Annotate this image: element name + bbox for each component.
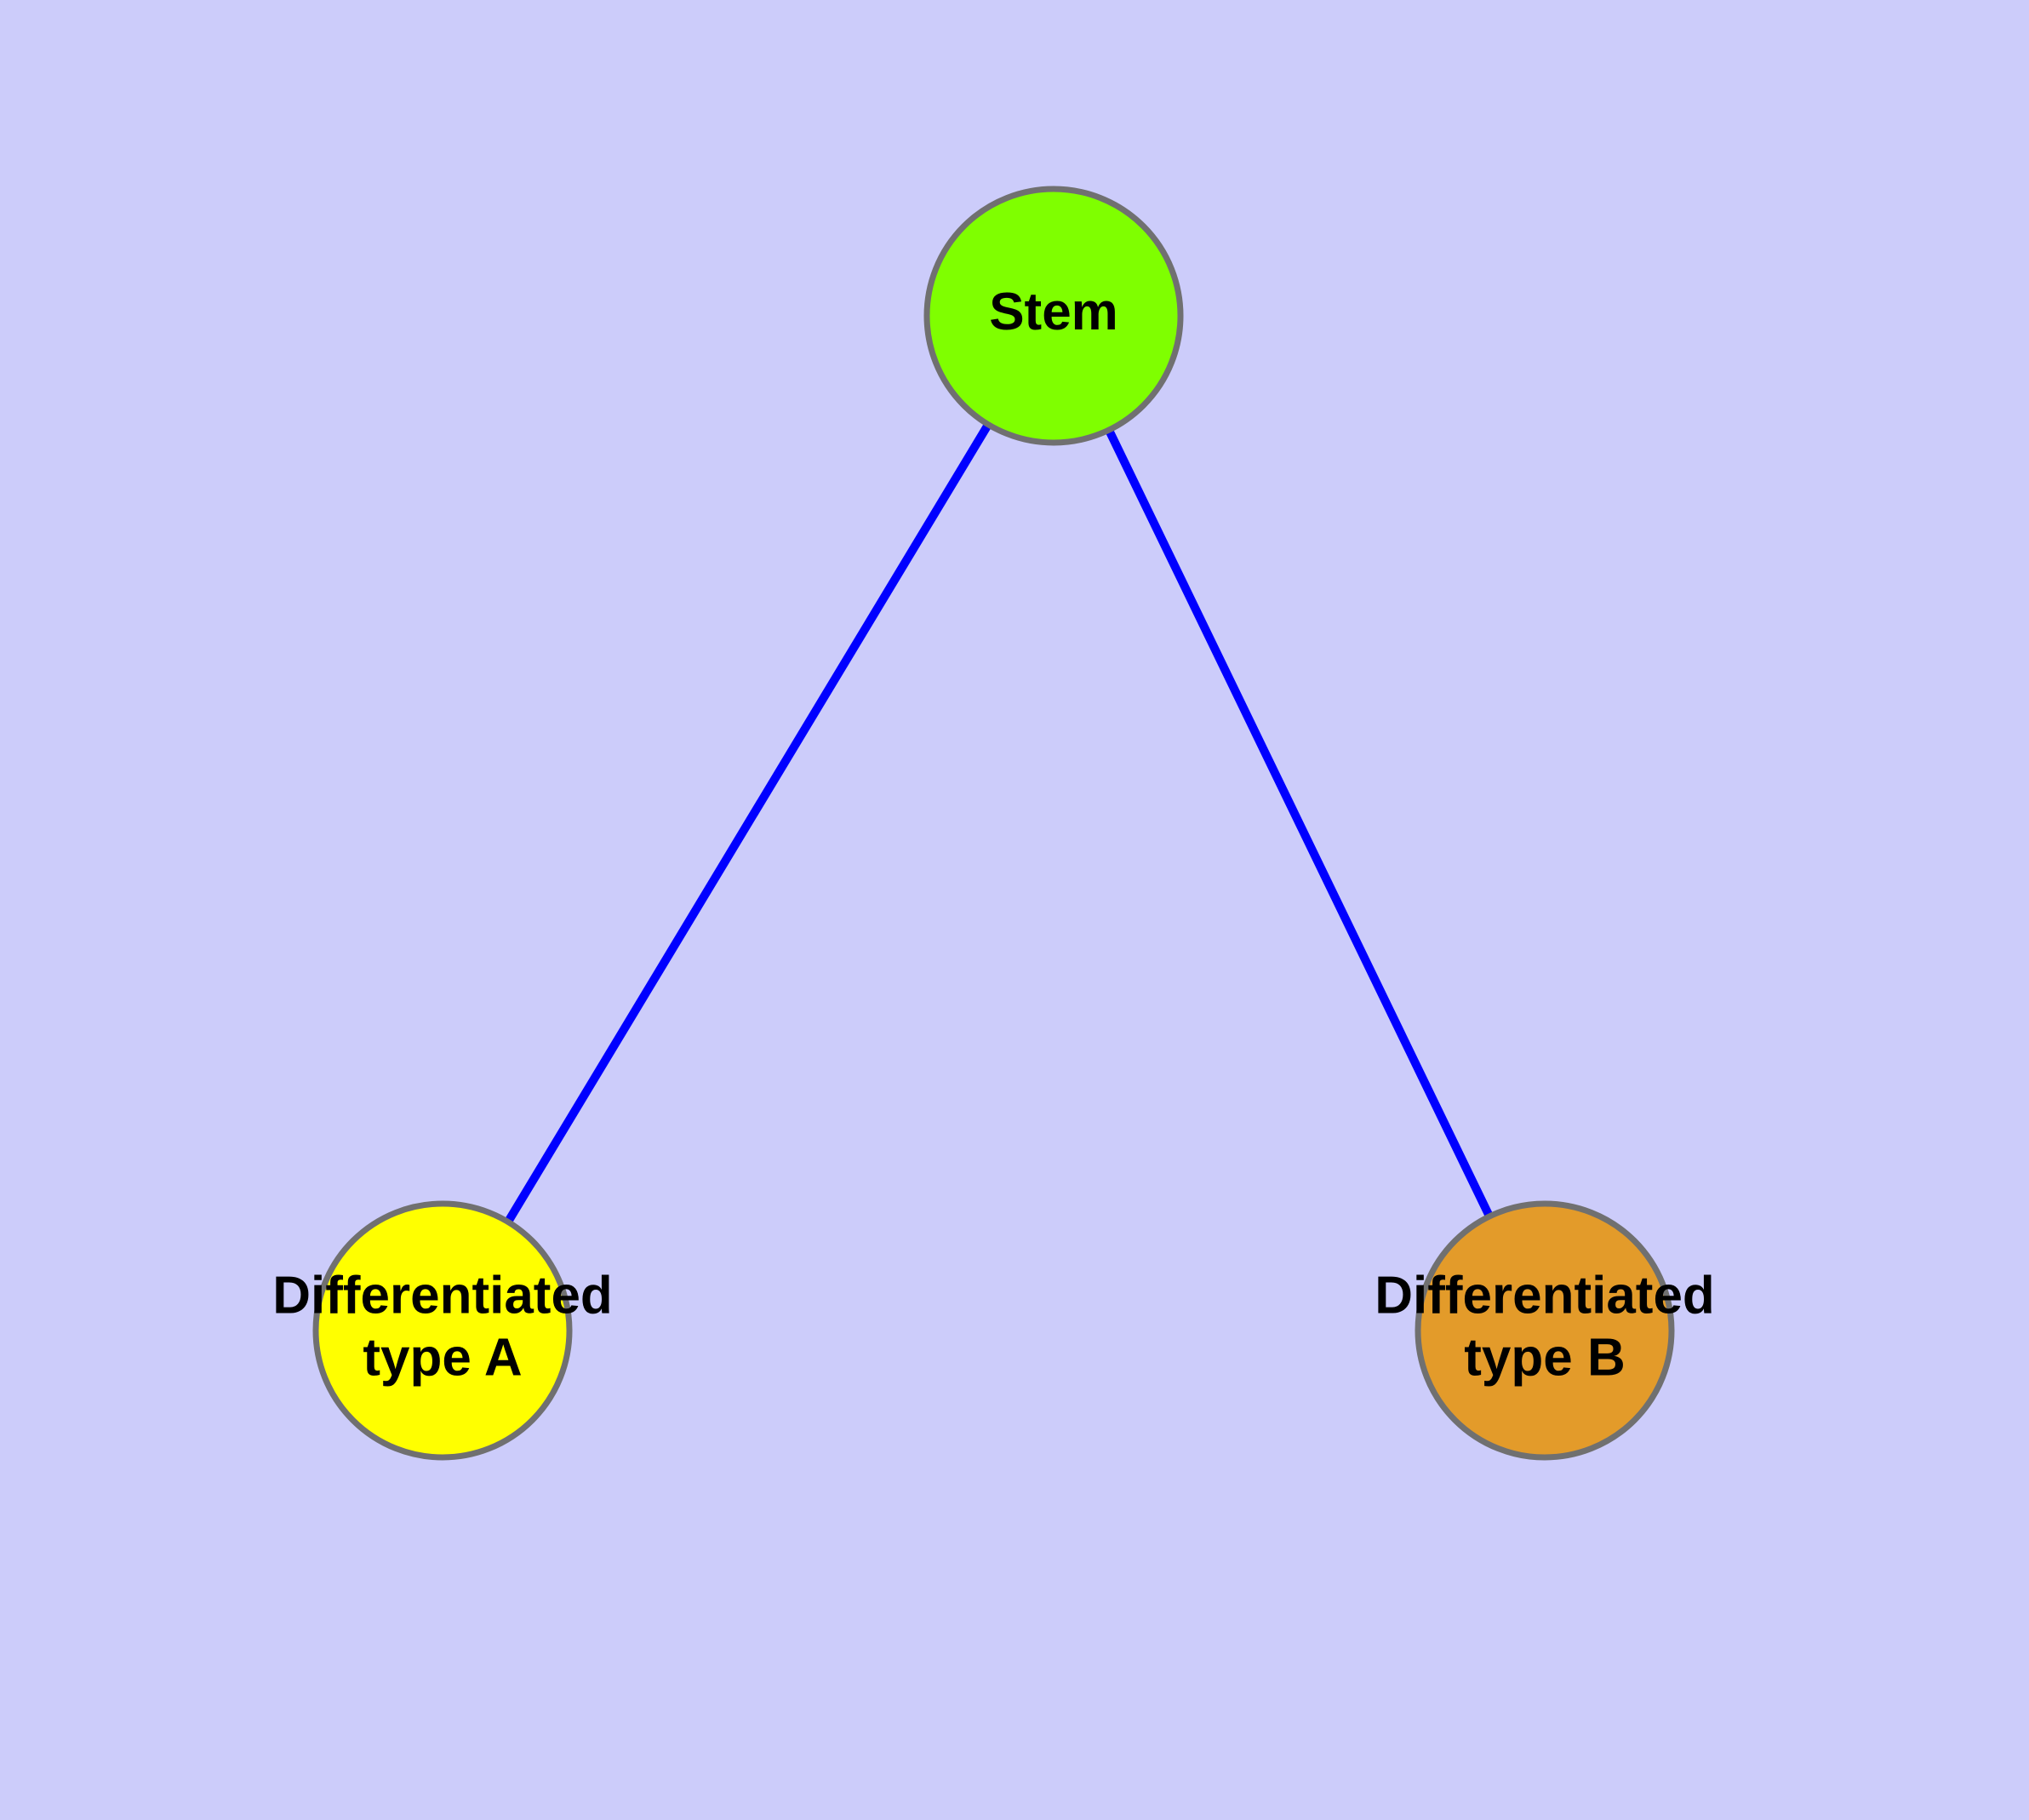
edge-stem-to-diff-a[interactable]: [438, 313, 1058, 1333]
node-diff-b[interactable]: [1415, 1200, 1675, 1461]
edge-layer: [438, 313, 1549, 1333]
node-label-stem: Stem: [989, 283, 1118, 341]
node-diff-a[interactable]: [312, 1200, 573, 1461]
node-layer: [312, 186, 1675, 1461]
node-stem[interactable]: [923, 186, 1184, 446]
node-label-line: Differentiated: [1375, 1267, 1715, 1325]
node-label-line: type B: [1464, 1329, 1625, 1388]
node-label-line: Differentiated: [272, 1267, 613, 1325]
node-label-line: type A: [363, 1329, 522, 1388]
node-label-line: Stem: [989, 283, 1118, 341]
edge-stem-to-diff-b[interactable]: [1049, 313, 1549, 1333]
